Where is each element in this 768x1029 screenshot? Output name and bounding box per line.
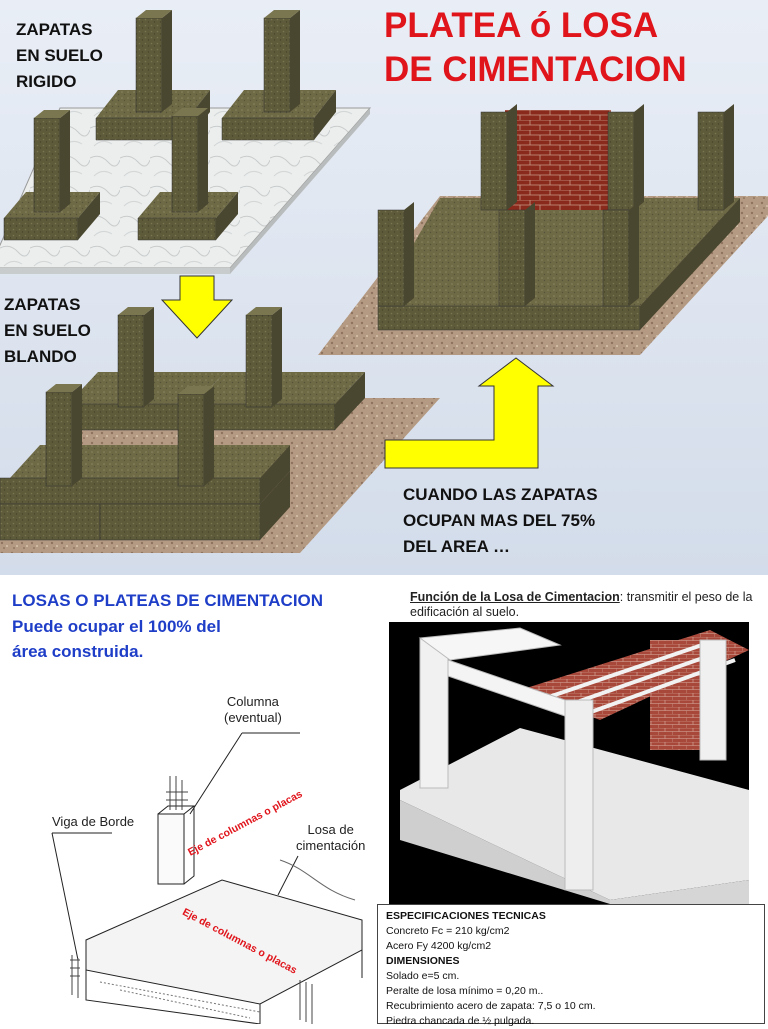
annotation-losa: Losa de cimentación — [296, 822, 366, 853]
dimension-line: Solado e=5 cm. — [386, 970, 460, 982]
section-title: LOSAS O PLATEAS DE CIMENTACION — [12, 591, 324, 610]
dimension-line: Recubrimiento acero de zapata: 7,5 o 10 … — [386, 1000, 596, 1012]
annotation-columna: Columna (eventual) — [224, 694, 282, 725]
funcion-description: Función de la Losa de Cimentacion: trans… — [410, 590, 760, 620]
condition-text: CUANDO LAS ZAPATAS OCUPAN MAS DEL 75% DE… — [403, 485, 598, 556]
down-arrow-icon — [160, 275, 234, 339]
raft-3d-render — [389, 622, 749, 904]
up-arrow-icon — [384, 357, 555, 469]
page-title: PLATEA ó LOSA DE CIMENTACION — [384, 6, 687, 89]
dimensions-header: DIMENSIONES — [386, 955, 460, 967]
raft-foundation-diagram — [318, 104, 768, 355]
rigid-soil-diagram — [0, 10, 372, 274]
soft-soil-diagram — [0, 307, 440, 553]
label-soft-soil: ZAPATAS EN SUELO BLANDO — [4, 295, 91, 366]
dimension-line: Piedra chancada de ½ pulgada. — [386, 1015, 535, 1027]
spec-box: ESPECIFICACIONES TECNICAS Concreto Fc = … — [377, 904, 765, 1027]
spec-header: ESPECIFICACIONES TECNICAS — [386, 910, 546, 922]
annotation-viga: Viga de Borde — [52, 814, 135, 829]
section-subtitle: Puede ocupar el 100% del área construida… — [12, 617, 221, 661]
dimension-line: Peralte de losa mínimo = 0,20 m.. — [386, 985, 544, 997]
spec-line: Concreto Fc = 210 kg/cm2 — [386, 925, 510, 937]
label-rigid-soil: ZAPATAS EN SUELO RIGIDO — [16, 20, 103, 91]
spec-line: Acero Fy 4200 kg/cm2 — [386, 940, 492, 952]
funcion-text: : transmitir el peso de la edificación a… — [410, 590, 753, 619]
slab-technical-drawing — [51, 732, 363, 1024]
funcion-label: Función de la Losa de Cimentacion — [410, 590, 620, 604]
